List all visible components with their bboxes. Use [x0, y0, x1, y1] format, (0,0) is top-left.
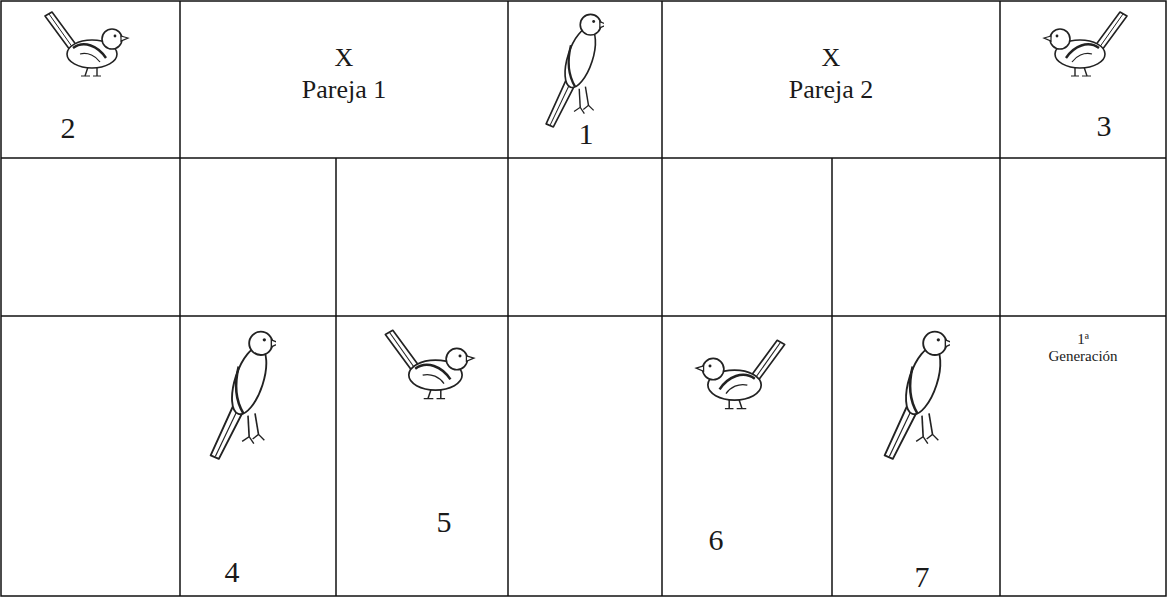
row-line	[1, 157, 1166, 159]
sitting-bird-flipped	[1044, 12, 1127, 76]
column-line	[999, 1, 1001, 596]
callout-number: 4	[202, 555, 262, 590]
sitting-bird-flipped	[696, 340, 785, 408]
callout-number: 7	[892, 560, 952, 595]
column-line	[831, 158, 833, 596]
column-line	[179, 1, 181, 596]
row-line	[1, 315, 1166, 317]
column-line	[661, 1, 663, 596]
sitting-bird	[696, 340, 785, 408]
standing-bird	[211, 332, 280, 459]
cross-sign: X	[314, 43, 374, 73]
standing-bird	[885, 332, 954, 459]
callout-number: 1	[556, 117, 616, 152]
pair-label: Pareja 2	[731, 75, 931, 105]
callout-number: 5	[414, 505, 474, 540]
column-line	[335, 158, 337, 596]
callout-number: 3	[1074, 109, 1134, 144]
sitting-bird	[1044, 12, 1127, 76]
standing-bird	[546, 14, 607, 127]
sitting-bird	[385, 330, 474, 398]
callout-number: 6	[686, 523, 746, 558]
cross-sign: X	[801, 43, 861, 73]
pair-label: Pareja 1	[244, 75, 444, 105]
callout-number: 2	[38, 111, 98, 146]
generation-label: 1ª Generación	[1041, 331, 1125, 366]
column-line	[507, 1, 509, 596]
sitting-bird	[45, 12, 128, 76]
